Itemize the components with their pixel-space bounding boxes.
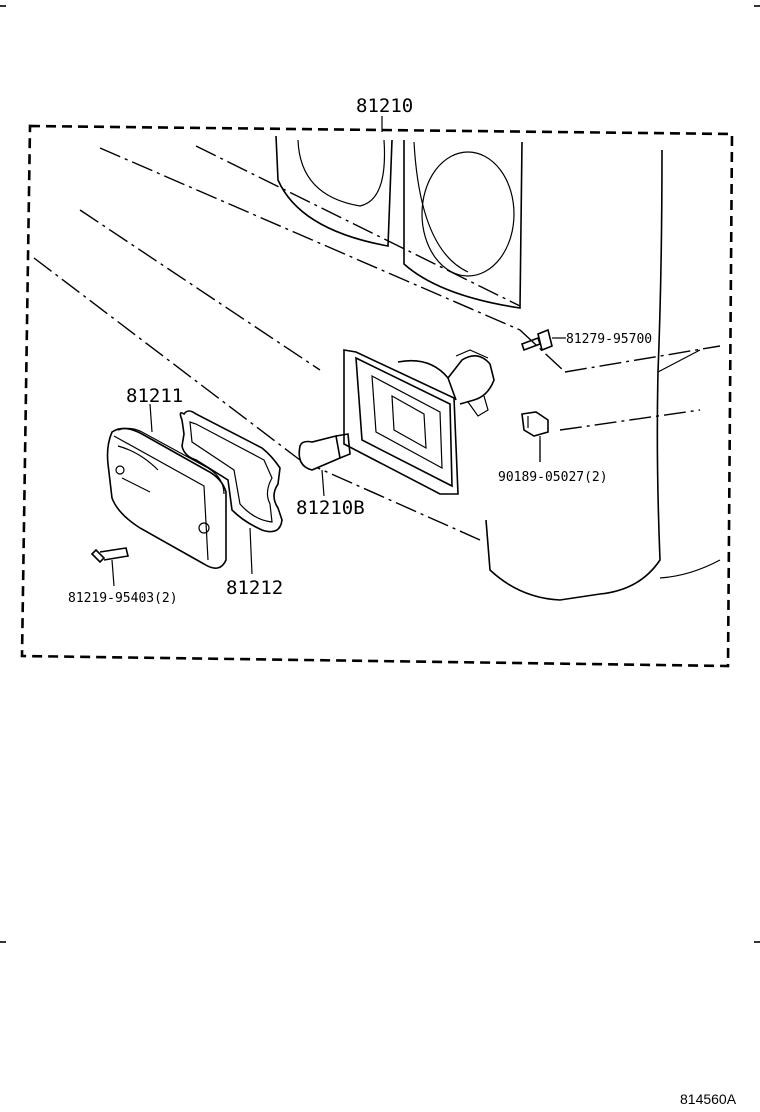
headlamp-openings [275, 135, 523, 309]
gasket [179, 410, 283, 575]
label-bulb: 81210B [296, 497, 365, 519]
front-panel-outline [485, 149, 721, 601]
label-assembly: 81210 [356, 95, 413, 117]
label-lens: 81211 [126, 385, 183, 407]
assembly-boundary [20, 124, 734, 668]
figure-id: 814560A [680, 1091, 737, 1107]
bottom-screw [90, 547, 129, 587]
label-clip: 90189-05027(2) [498, 470, 608, 485]
bulb [298, 433, 351, 497]
vehicle-body-phantom [33, 145, 721, 541]
label-screw: 81219-95403(2) [68, 591, 178, 606]
label-top-screw: 81279-95700 [566, 332, 652, 347]
lamp-housing [343, 349, 495, 495]
top-screw [520, 328, 566, 352]
crop-marks [0, 5, 760, 943]
label-gasket: 81212 [226, 577, 283, 599]
lens [106, 403, 227, 569]
clip [521, 411, 549, 462]
